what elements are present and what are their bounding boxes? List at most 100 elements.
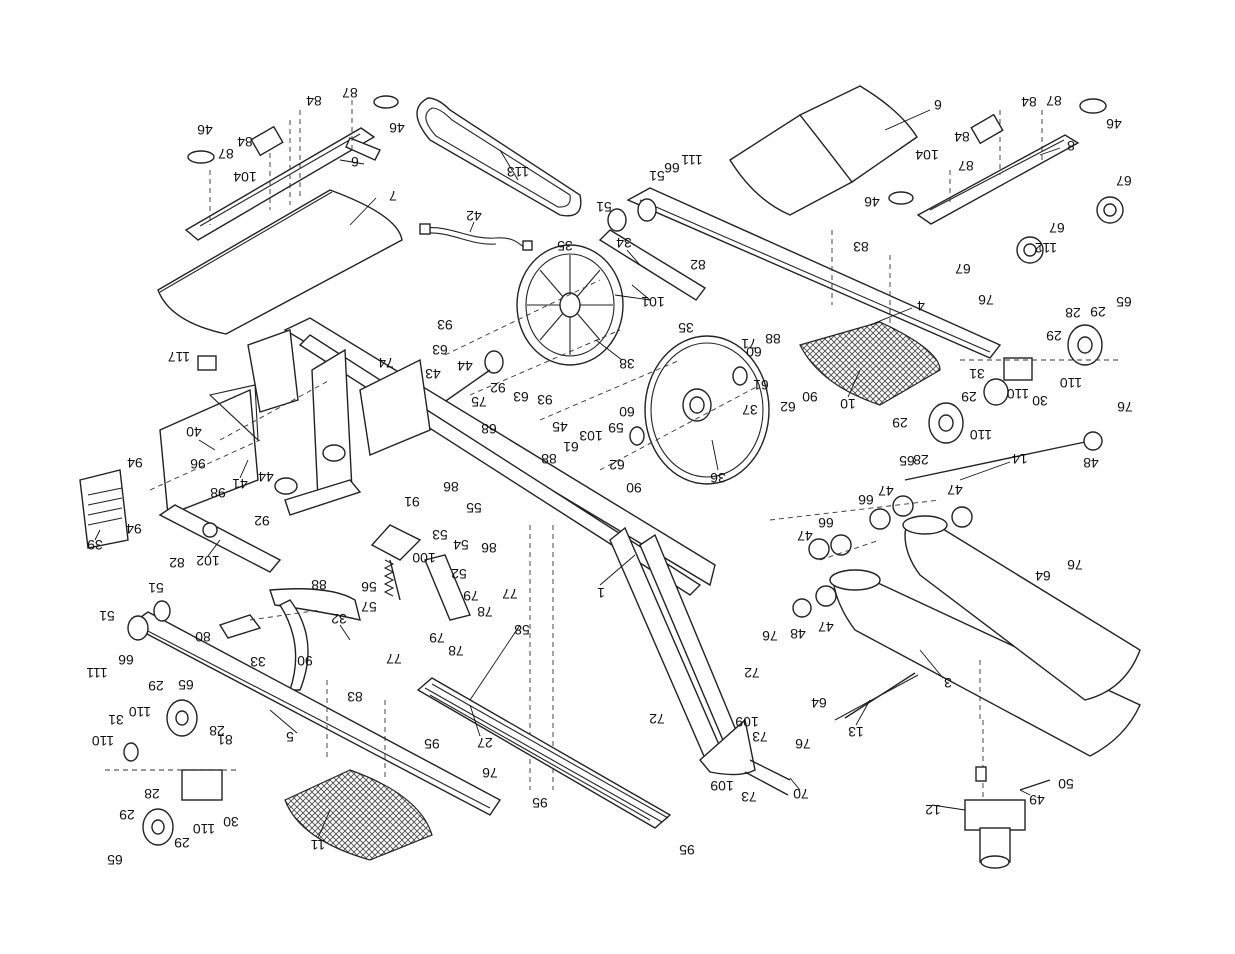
part-label-p81: 81 (217, 732, 233, 748)
part-label-p61b: 61 (563, 439, 579, 455)
part-label-p29c: 29 (961, 389, 977, 405)
part-label-p54: 54 (453, 537, 469, 553)
part-label-p78a: 78 (477, 604, 493, 620)
part-label-p102: 102 (196, 553, 220, 569)
part-label-p110d: 110 (129, 704, 152, 720)
part-label-p87c: 87 (1046, 93, 1062, 109)
part-label-p74: 74 (378, 355, 394, 371)
part-label-p44a: 44 (457, 358, 473, 374)
part-label-p72a: 72 (744, 665, 760, 681)
part-label-p62a: 62 (780, 399, 796, 415)
part-label-p91: 91 (404, 494, 420, 510)
left-upper-handlebar (157, 95, 403, 335)
part-label-p76f: 76 (482, 765, 498, 781)
part-label-p87d: 87 (958, 158, 974, 174)
part-label-p31a: 31 (969, 366, 985, 382)
part-label-p28c: 28 (209, 723, 225, 739)
part-label-p88a: 88 (765, 331, 781, 347)
part-label-p94b: 94 (126, 521, 142, 537)
part-label-p110a: 110 (1060, 375, 1083, 391)
part-label-p70: 70 (793, 786, 809, 802)
part-label-p90a: 90 (802, 389, 818, 405)
part-label-p50: 50 (1058, 776, 1074, 792)
part-label-p90c: 90 (297, 653, 313, 669)
part-label-p46c: 46 (864, 194, 880, 210)
part-label-p75: 75 (471, 394, 487, 410)
part-label-p100: 100 (412, 550, 436, 566)
main-frame (247, 317, 756, 790)
part-label-p84d: 84 (954, 129, 970, 145)
part-label-p29b: 29 (1046, 328, 1062, 344)
part-label-p65c: 65 (178, 677, 194, 693)
part-label-p28d: 28 (144, 786, 160, 802)
part-label-p11: 11 (311, 837, 326, 853)
part-label-p109b: 109 (710, 778, 734, 794)
part-label-p6b: 6 (934, 97, 942, 113)
part-label-p94a: 94 (127, 455, 143, 471)
part-label-p76c: 76 (1067, 557, 1083, 573)
part-label-p66a: 66 (664, 160, 680, 176)
part-label-p83a: 83 (853, 239, 869, 255)
part-label-p27: 27 (477, 735, 493, 751)
part-label-p83b: 83 (347, 689, 363, 705)
part-label-p40: 40 (186, 424, 202, 440)
part-label-p8: 8 (1067, 138, 1075, 154)
part-label-p86a: 86 (443, 479, 459, 495)
part-label-p88c: 88 (311, 577, 327, 593)
part-label-p76e: 76 (795, 736, 811, 752)
part-label-p47d: 47 (818, 619, 834, 635)
part-label-p77b: 77 (386, 651, 402, 667)
part-label-p52: 52 (451, 566, 467, 582)
part-label-p110f: 110 (193, 821, 216, 837)
roller-rails (792, 431, 1141, 757)
part-label-p65d: 65 (107, 852, 123, 868)
part-label-p66c: 66 (818, 515, 834, 531)
part-label-p7: 7 (389, 188, 397, 204)
part-label-p93b: 93 (537, 392, 553, 408)
part-label-p80: 80 (195, 629, 211, 645)
part-label-p10: 10 (840, 396, 856, 412)
part-label-p46a: 46 (197, 122, 213, 138)
part-label-p64b: 64 (811, 695, 827, 711)
part-label-p67b: 67 (1049, 220, 1065, 236)
part-label-p14: 14 (1012, 451, 1028, 467)
part-label-p37: 37 (742, 402, 758, 418)
part-label-p86b: 86 (481, 540, 497, 556)
lower-axles (744, 672, 916, 796)
part-label-p77a: 77 (502, 586, 518, 602)
left-side-shroud (79, 355, 298, 573)
part-label-p29g: 29 (174, 835, 190, 851)
part-label-p47b: 47 (947, 482, 963, 498)
part-label-p110b: 110 (1007, 386, 1030, 402)
part-label-p66b: 66 (858, 492, 874, 508)
left-pedal-arm (127, 600, 502, 861)
part-label-p65a: 65 (1116, 294, 1132, 310)
part-label-p98: 98 (210, 485, 226, 501)
part-label-p93a: 93 (437, 317, 453, 333)
part-label-p78b: 78 (448, 643, 464, 659)
part-label-p6a: 6 (351, 154, 359, 170)
part-label-p95c: 95 (679, 842, 695, 858)
part-label-p42: 42 (466, 208, 482, 224)
part-label-p41: 41 (232, 476, 248, 492)
part-label-p71: 71 (741, 336, 757, 352)
part-label-p92b: 92 (254, 513, 270, 529)
part-label-p49: 49 (1029, 792, 1045, 808)
part-label-p62b: 62 (609, 457, 625, 473)
part-label-p110e: 110 (92, 733, 115, 749)
flywheel-assembly (439, 229, 770, 485)
part-label-p55: 55 (466, 500, 482, 516)
part-label-p104b: 104 (915, 147, 939, 163)
construction-lines (149, 279, 981, 720)
part-label-p76d: 76 (762, 628, 778, 644)
part-label-p28b: 28 (913, 452, 929, 468)
part-label-p96: 96 (190, 456, 206, 472)
part-label-p46d: 46 (1106, 116, 1122, 132)
part-label-p111b: 111 (86, 665, 107, 681)
part-label-p51c: 51 (148, 580, 164, 596)
part-label-p60a: 60 (746, 344, 762, 360)
part-label-p35a: 35 (557, 238, 573, 254)
part-label-p48a: 48 (1083, 455, 1099, 471)
part-label-p66d: 66 (118, 652, 134, 668)
